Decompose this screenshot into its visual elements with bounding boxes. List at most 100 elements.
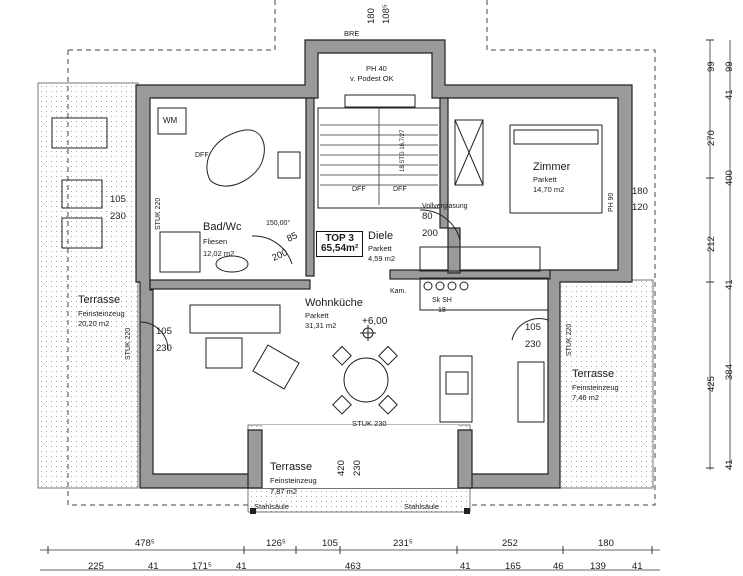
label-sksh-number: 18 — [438, 307, 446, 314]
washbasin — [215, 255, 249, 273]
dim-bottom2-46: 46 — [553, 561, 564, 572]
dim-window-180: 180 — [632, 186, 648, 197]
lounger-3 — [61, 217, 103, 249]
label-angle: 150,00° — [266, 220, 291, 227]
label-level: +6,00 — [362, 316, 388, 327]
dim-terrace-105c: 105 — [525, 322, 541, 333]
toilet — [277, 151, 301, 179]
dim-bottom-180: 180 — [598, 538, 614, 549]
label-podest: v. Podest OK — [350, 74, 394, 83]
side-table — [205, 337, 243, 369]
dim-door-200a: 200 — [422, 228, 438, 239]
label-dff-stair-left: DFF — [352, 186, 366, 193]
dim-right-41c: 41 — [724, 459, 735, 470]
shower-tray — [159, 231, 201, 273]
label-kam: Kam. — [390, 288, 407, 295]
roof-outline-bottom — [472, 465, 656, 506]
dim-right-99b: 99 — [724, 61, 735, 72]
dim-right-41b: 41 — [724, 279, 735, 290]
room-terrasse-bottom-area: 7,87 m2 — [270, 487, 298, 496]
room-diele-area: 4,59 m2 — [368, 254, 396, 263]
dim-right-212: 212 — [706, 236, 717, 252]
dim-window-120: 120 — [632, 202, 648, 213]
kitchen-counter-top — [419, 277, 549, 311]
dim-bottom2-139: 139 — [590, 561, 606, 572]
dim-right-400: 400 — [724, 170, 735, 186]
terrace-left-area — [37, 82, 139, 489]
dim-right-425: 425 — [706, 376, 717, 392]
roof-outline-top — [486, 0, 656, 460]
label-stahlsaeule-left: Stahlsäule — [254, 502, 290, 511]
room-terrasse-right-area: 7,46 m2 — [572, 393, 600, 402]
dim-bottom-252: 252 — [502, 538, 518, 549]
dim-bottom2-463: 463 — [345, 561, 361, 572]
label-sksh: Sk SH — [432, 297, 452, 304]
bay-opening — [262, 425, 458, 488]
dim-terrace-230b: 230 — [156, 343, 172, 354]
label-dff-stair-right: DFF — [393, 186, 407, 193]
bay-walls — [247, 429, 473, 489]
label-stahlsaeule-right: Stahlsäule — [404, 502, 440, 511]
room-diele-name: Diele — [368, 230, 394, 242]
bed — [509, 124, 603, 214]
dim-right-270: 270 — [706, 130, 717, 146]
dim-bottom-105: 105 — [322, 538, 338, 549]
room-bad-area: 12,02 m2 — [203, 249, 235, 258]
door-arc-terrace-left — [139, 321, 169, 351]
dimension-lines — [40, 40, 731, 571]
kitchen-counter-side — [439, 355, 473, 423]
label-ph40: PH 40 — [366, 64, 387, 73]
dimension-ticks — [47, 39, 714, 554]
room-terrasse-right-name: Terrasse — [572, 368, 615, 380]
cooktop — [445, 371, 469, 395]
dim-bottom-231: 231⁵ — [393, 538, 413, 549]
dim-right-384: 384 — [724, 364, 735, 380]
dim-bottom2-41b: 41 — [236, 561, 247, 572]
dim-door-80: 80 — [422, 211, 433, 222]
exterior-walls — [135, 39, 633, 489]
dim-right-99a: 99 — [706, 61, 717, 72]
column-right — [464, 508, 470, 514]
room-terrasse-left-area: 20,20 m2 — [78, 319, 110, 328]
armchair — [252, 344, 300, 390]
unit-area: 65,54m² — [321, 243, 359, 254]
lounger-2 — [61, 179, 103, 209]
label-vollverglasung: Vollverglasung — [422, 203, 468, 210]
dim-bottom2-41d: 41 — [632, 561, 643, 572]
room-bad-floor: Fliesen — [203, 237, 228, 246]
dim-bottom2-41c: 41 — [460, 561, 471, 572]
label-stuk220-bath: STUK 220 — [155, 197, 162, 230]
dim-top-180: 180 — [366, 8, 377, 24]
stair-treads — [320, 108, 438, 205]
room-diele-floor: Parkett — [368, 244, 392, 253]
elevator-shaft — [344, 94, 416, 108]
terrace-right-area — [559, 279, 654, 489]
dim-bottom-126: 126⁵ — [266, 538, 286, 549]
lounger-1 — [51, 117, 108, 149]
wall-bath-bottom — [149, 279, 311, 290]
unit-title-box: TOP 3 65,54m² — [316, 231, 364, 257]
room-wohnkueche-floor: Parkett — [305, 311, 329, 320]
dim-terrace-105b: 105 — [156, 326, 172, 337]
room-wohnkueche-name: Wohnküche — [305, 297, 363, 309]
unit-title: TOP 3 — [325, 233, 354, 244]
dim-bottom2-171: 171⁵ — [192, 561, 212, 572]
label-ph90: PH 90 — [608, 192, 615, 212]
wardrobe — [454, 119, 484, 186]
dim-bottom2-165: 165 — [505, 561, 521, 572]
dim-bay-230: 230 — [352, 460, 363, 476]
dining-table — [343, 357, 389, 403]
dim-bottom2-41a: 41 — [148, 561, 159, 572]
room-terrasse-bottom-name: Terrasse — [270, 461, 313, 473]
label-stuk220-left: STUK 220 — [125, 327, 132, 360]
room-terrasse-right-floor: Feinsteinzeug — [572, 383, 619, 392]
room-wohnkueche-area: 31,31 m2 — [305, 321, 337, 330]
roof-outline — [68, 0, 276, 51]
label-wm: WM — [163, 116, 178, 125]
roof-outline-left — [67, 50, 250, 506]
dim-bottom2-225: 225 — [88, 561, 104, 572]
column-left — [250, 508, 256, 514]
room-terrasse-bottom-floor: Feinsteinzeug — [270, 476, 317, 485]
room-zimmer-area: 14,70 m2 — [533, 185, 565, 194]
